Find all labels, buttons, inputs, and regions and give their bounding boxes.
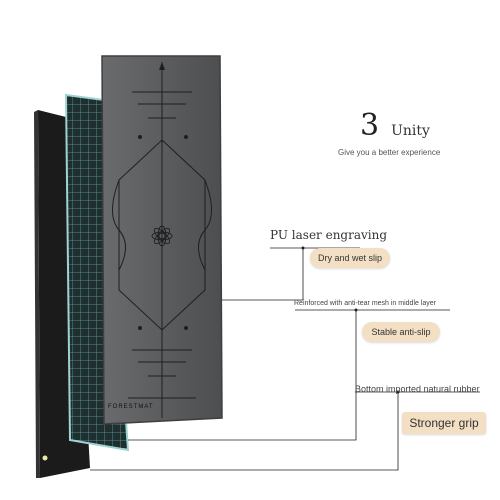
brand-logo-text: FORESTMAT <box>108 404 154 410</box>
feature-badge-2: Stable anti-slip <box>362 322 440 342</box>
feature-badge-1: Dry and wet slip <box>310 248 390 268</box>
section-number: 3 <box>360 108 380 143</box>
feature-label-1: PU laser engraving <box>270 228 388 242</box>
pu-top-layer <box>101 55 223 425</box>
layer-dot <box>42 455 48 461</box>
lotus-icon <box>151 225 173 247</box>
feature-label-3: Bottom imported natural rubber <box>355 384 480 394</box>
feature-label-2: Reinforced with anti-tear mesh in middle… <box>294 300 437 307</box>
section-title: Unity <box>391 123 430 139</box>
section-heading: 3 Unity <box>360 108 430 143</box>
feature-badge-3: Stronger grip <box>402 412 486 434</box>
section-subtitle: Give you a better experience <box>338 148 441 157</box>
